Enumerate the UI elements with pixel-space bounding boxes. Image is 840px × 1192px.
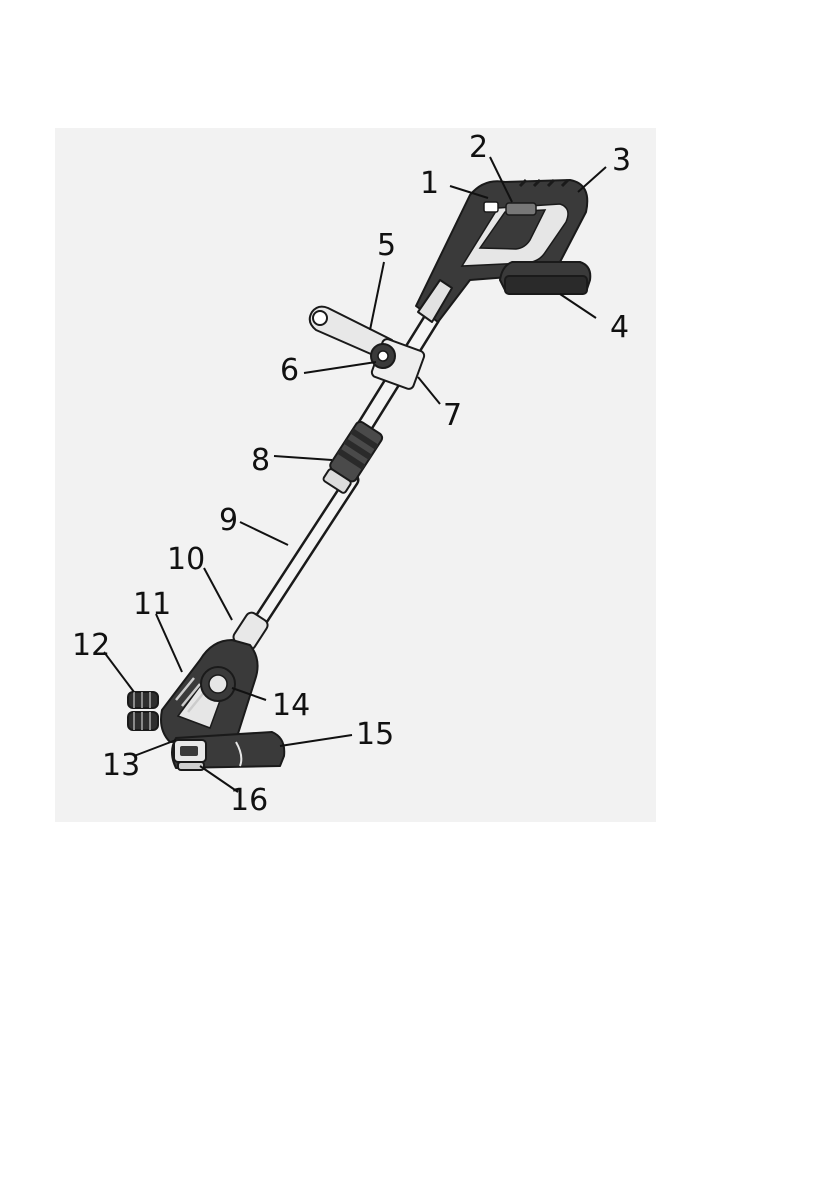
- callout-14: 14: [272, 688, 310, 723]
- leader-6: [304, 362, 376, 373]
- leader-13: [134, 740, 176, 756]
- leader-8: [274, 456, 332, 460]
- leader-9: [240, 522, 288, 545]
- callout-9: 9: [219, 503, 238, 538]
- leader-5: [370, 262, 384, 330]
- callout-1: 1: [420, 166, 439, 201]
- callout-3: 3: [612, 143, 631, 178]
- callout-4: 4: [610, 310, 629, 345]
- callout-11: 11: [133, 587, 171, 622]
- callout-16: 16: [230, 783, 268, 818]
- callout-10: 10: [167, 542, 205, 577]
- callout-13: 13: [102, 748, 140, 783]
- callout-6: 6: [280, 353, 299, 388]
- callout-12: 12: [72, 628, 110, 663]
- leader-11: [156, 614, 182, 672]
- callout-5: 5: [377, 228, 396, 263]
- leader-10: [204, 568, 232, 620]
- callout-15: 15: [356, 717, 394, 752]
- callout-8: 8: [251, 443, 270, 478]
- leader-15: [280, 735, 352, 746]
- battery-pack: [500, 262, 590, 294]
- callout-2: 2: [469, 130, 488, 165]
- leader-3: [578, 167, 606, 192]
- edging-wheel: [128, 692, 158, 730]
- callout-7: 7: [443, 398, 462, 433]
- spool-cover: [174, 740, 206, 770]
- leader-7: [418, 377, 440, 404]
- handle-body: [416, 180, 587, 322]
- trimmer-illustration: [128, 180, 590, 770]
- leader-4: [560, 294, 596, 318]
